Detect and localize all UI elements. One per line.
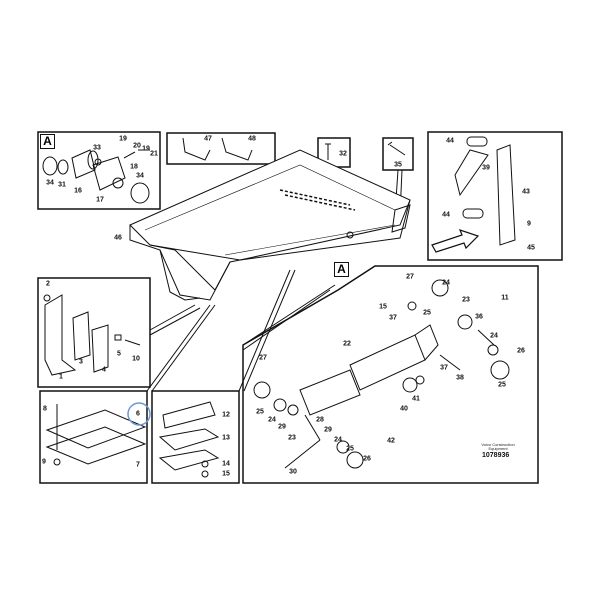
- callout: 27: [406, 273, 414, 281]
- callout: 25: [423, 309, 431, 317]
- hinge-parts-drawing: [42, 149, 150, 204]
- guards-drawing: [182, 137, 253, 161]
- callout: 43: [522, 188, 530, 196]
- callout: 19: [142, 145, 150, 153]
- detail-marker-a-top: A: [40, 134, 55, 149]
- callout: 42: [387, 437, 395, 445]
- callout: 45: [527, 244, 535, 252]
- callout: 10: [132, 355, 140, 363]
- callout: 17: [96, 196, 104, 204]
- panel-wear-plates: [37, 277, 151, 388]
- callout: 35: [394, 161, 402, 169]
- callout: 38: [456, 374, 464, 382]
- callout: 24: [442, 279, 450, 287]
- cylinder-drawing: [253, 279, 510, 469]
- callout: 29: [324, 426, 332, 434]
- callout: 24: [268, 416, 276, 424]
- brand-label: Volvo Construction Equipment: [478, 442, 518, 452]
- callout: 37: [389, 314, 397, 322]
- wear-plates-drawing: [43, 294, 141, 376]
- callout: 19: [119, 135, 127, 143]
- callout: 34: [46, 179, 54, 187]
- callout: 15: [222, 470, 230, 478]
- callout: 11: [501, 294, 509, 302]
- panel-pad-12: [151, 390, 240, 484]
- callout: 23: [288, 434, 296, 442]
- callout: 36: [475, 313, 483, 321]
- callout: 31: [58, 181, 66, 189]
- document-number: 1078936: [482, 452, 510, 459]
- callout: 44: [446, 137, 454, 145]
- callout: 40: [400, 405, 408, 413]
- callout: 16: [74, 187, 82, 195]
- link-arm-drawing: [454, 136, 516, 246]
- callout: 25: [256, 408, 264, 416]
- callout: 14: [222, 460, 230, 468]
- callout: 26: [517, 347, 525, 355]
- callout: 44: [442, 211, 450, 219]
- panel-cylinder: [242, 265, 539, 484]
- callout: 26: [363, 455, 371, 463]
- callout: 47: [204, 135, 212, 143]
- callout: 6: [136, 410, 140, 418]
- callout: 27: [259, 354, 267, 362]
- brand-line1: Volvo Construction: [481, 442, 515, 447]
- callout: 9: [42, 458, 46, 466]
- callout: 13: [222, 434, 230, 442]
- callout: 9: [527, 220, 531, 228]
- callout: 24: [334, 436, 342, 444]
- callout: 21: [150, 150, 158, 158]
- callout: 3: [79, 358, 83, 366]
- callout: 34: [136, 172, 144, 180]
- highlight-circle: [127, 402, 151, 426]
- callout: 18: [130, 163, 138, 171]
- callout: 46: [114, 234, 122, 242]
- callout: 37: [440, 364, 448, 372]
- callout: 1: [59, 373, 63, 381]
- callout: 15: [379, 303, 387, 311]
- callout: 28: [316, 416, 324, 424]
- detail-marker-a-body: A: [334, 262, 349, 277]
- brand-line2: Equipment: [488, 446, 508, 452]
- callout: 24: [490, 332, 498, 340]
- callout: 8: [43, 405, 47, 413]
- callout: 25: [346, 445, 354, 453]
- callout: 33: [93, 144, 101, 152]
- callout: 22: [343, 340, 351, 348]
- callout: 4: [102, 366, 106, 374]
- panel-guards: [166, 132, 276, 165]
- callout: 20: [133, 142, 141, 150]
- callout: 41: [412, 395, 420, 403]
- callout: 23: [462, 296, 470, 304]
- callout: 5: [117, 350, 121, 358]
- callout: 32: [339, 150, 347, 158]
- callout: 30: [289, 468, 297, 476]
- panel-detail-a: [37, 131, 161, 210]
- callout: 12: [222, 411, 230, 419]
- panel-pad-6: [39, 390, 148, 484]
- dump-body-drawing: [129, 149, 411, 301]
- callout: 7: [136, 461, 140, 469]
- callout: 2: [46, 280, 50, 288]
- callout: 48: [248, 135, 256, 143]
- pads-drawing: [45, 401, 220, 478]
- callout: 25: [498, 381, 506, 389]
- panel-link-arm: [427, 131, 563, 261]
- callout: 29: [278, 423, 286, 431]
- callout: 39: [482, 164, 490, 172]
